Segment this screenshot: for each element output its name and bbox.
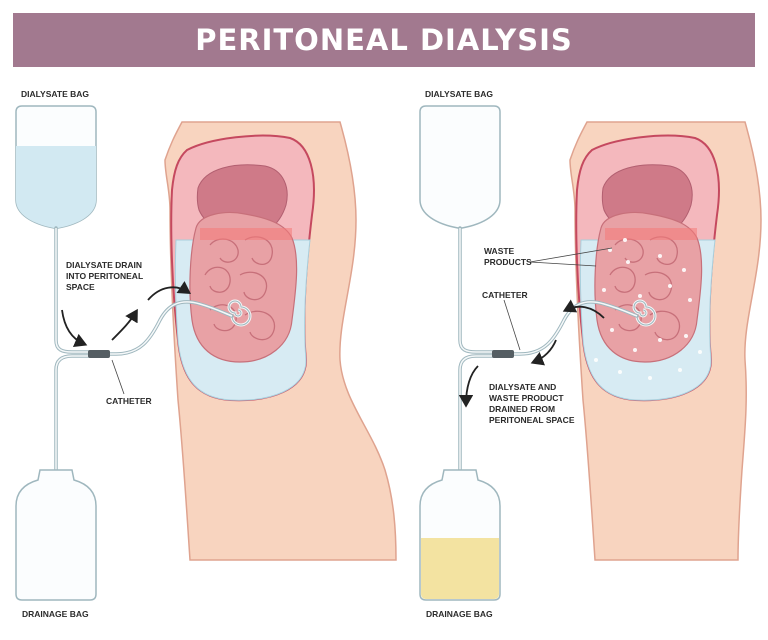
right-panel [419, 105, 762, 601]
left-flow-label: DIALYSATE DRAIN INTO PERITONEAL SPACE [66, 260, 144, 292]
right-drainage-fluid [421, 538, 499, 599]
right-catheter-leader [503, 299, 521, 351]
right-outflow-arrow-1 [562, 299, 605, 319]
left-catheter-leader [111, 359, 125, 395]
left-panel [15, 105, 397, 601]
right-dialysate-bag-label: DIALYSATE BAG [425, 89, 494, 99]
right-intestines [594, 211, 703, 380]
left-dialysate-bag-label: DIALYSATE BAG [21, 89, 90, 99]
left-intestines [189, 211, 298, 363]
right-waste-leader-2 [529, 261, 597, 267]
left-inflow-arrow-1 [61, 309, 88, 348]
left-inflow-arrow-3 [147, 281, 191, 301]
right-drain-label: DIALYSATE AND WASTE PRODUCT DRAINED FROM… [489, 382, 575, 425]
left-drainage-bag [15, 469, 97, 601]
right-dialysate-bag [419, 105, 501, 229]
right-outflow-arrow-2 [530, 339, 557, 366]
waste-product-dots [594, 238, 702, 380]
left-inflow-arrow-2 [111, 308, 138, 341]
right-outflow-arrow-3 [458, 365, 479, 408]
left-connector [88, 350, 110, 358]
left-drainage-bag-label: DRAINAGE BAG [22, 609, 89, 619]
page-title: PERITONEAL DIALYSIS [195, 23, 573, 57]
left-catheter-label: CATHETER [106, 396, 152, 406]
right-waste-label: WASTE PRODUCTS [484, 246, 532, 267]
right-catheter-label: CATHETER [482, 290, 528, 300]
right-drainage-bag-label: DRAINAGE BAG [426, 609, 493, 619]
title-banner: PERITONEAL DIALYSIS [13, 13, 755, 67]
right-connector [492, 350, 514, 358]
right-waste-leader-1 [529, 247, 613, 263]
